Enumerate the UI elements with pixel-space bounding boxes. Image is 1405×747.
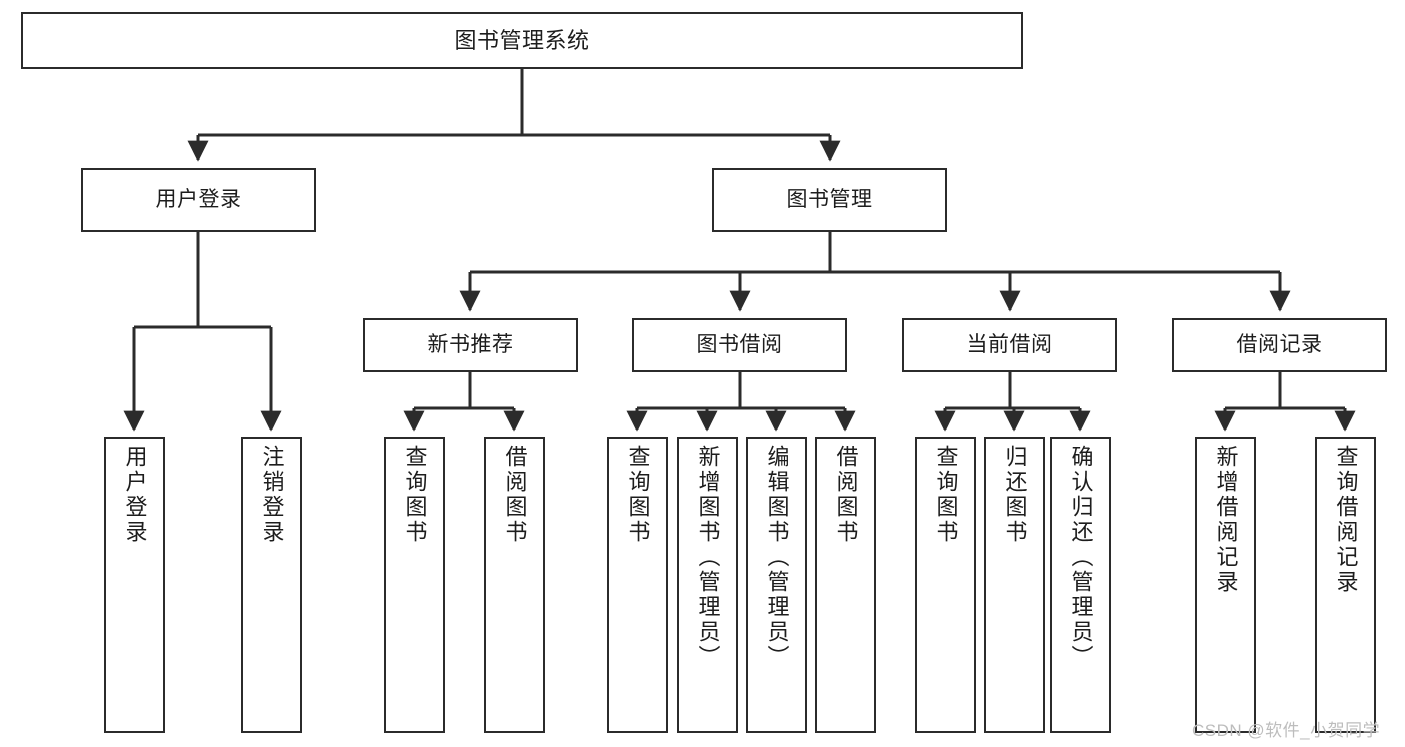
leaf-recommend-borrow-book[interactable]: 借阅图书 [484,437,545,733]
leaf-recommend-query-book[interactable]: 查询图书 [384,437,445,733]
node-label: 查询图书 [625,445,651,545]
node-book-borrow[interactable]: 图书借阅 [632,318,847,372]
node-label: 归还图书 [1002,445,1028,545]
node-label: 图书管理系统 [454,27,590,53]
leaf-current-return-book[interactable]: 归还图书 [984,437,1045,733]
node-label: 注销登录 [259,445,285,545]
node-label: 当前借阅 [966,332,1053,356]
node-label: 新增借阅记录 [1213,445,1239,595]
node-book-management[interactable]: 图书管理 [712,168,947,232]
node-label: 查询借阅记录 [1333,445,1359,595]
node-current-borrow[interactable]: 当前借阅 [902,318,1117,372]
node-label: 图书借阅 [696,332,783,356]
node-label: 编辑图书（管理员） [764,445,790,670]
leaf-user-login-signout[interactable]: 注销登录 [241,437,302,733]
leaf-borrow-add-book[interactable]: 新增图书（管理员） [677,437,738,733]
node-label: 用户登录 [155,187,242,211]
node-borrow-record[interactable]: 借阅记录 [1172,318,1387,372]
node-label: 查询图书 [933,445,959,545]
leaf-user-login-signin[interactable]: 用户登录 [104,437,165,733]
leaf-record-query[interactable]: 查询借阅记录 [1315,437,1376,733]
node-new-book-recommend[interactable]: 新书推荐 [363,318,578,372]
leaf-borrow-query-book[interactable]: 查询图书 [607,437,668,733]
leaf-record-add[interactable]: 新增借阅记录 [1195,437,1256,733]
node-label: 新书推荐 [427,332,514,356]
node-root-system[interactable]: 图书管理系统 [21,12,1023,69]
leaf-current-confirm-return[interactable]: 确认归还（管理员） [1050,437,1111,733]
leaf-current-query-book[interactable]: 查询图书 [915,437,976,733]
leaf-borrow-borrow-book[interactable]: 借阅图书 [815,437,876,733]
node-label: 确认归还（管理员） [1068,445,1094,670]
node-label: 查询图书 [402,445,428,545]
node-label: 新增图书（管理员） [695,445,721,670]
watermark-text: CSDN @软件_小贺同学 [1192,721,1381,740]
node-user-login[interactable]: 用户登录 [81,168,316,232]
node-label: 借阅记录 [1236,332,1323,356]
node-label: 借阅图书 [833,445,859,545]
node-label: 借阅图书 [502,445,528,545]
node-label: 图书管理 [786,187,873,211]
leaf-borrow-edit-book[interactable]: 编辑图书（管理员） [746,437,807,733]
node-label: 用户登录 [122,445,148,545]
